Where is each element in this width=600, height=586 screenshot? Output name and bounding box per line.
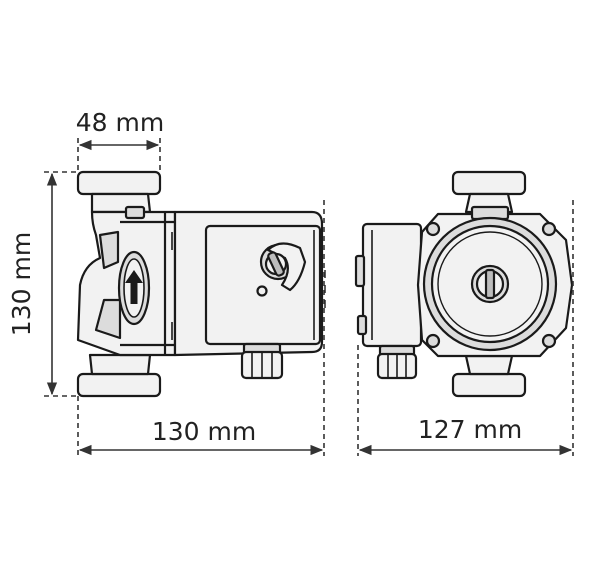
cable-gland (240, 342, 284, 380)
front-top-flange (451, 170, 527, 196)
height-label: 130 mm (7, 232, 36, 336)
side-length-label: 130 mm (152, 417, 256, 446)
side-view (76, 170, 326, 398)
bottom-neck (88, 353, 152, 376)
cover-screw (256, 285, 268, 297)
front-motor-cover-ring (437, 231, 543, 337)
front-terminal-latch (354, 254, 366, 288)
housing-bolt (425, 221, 441, 237)
speed-selector-knob (259, 242, 307, 292)
bottom-flange (76, 372, 162, 398)
up-arrow-icon (125, 270, 143, 304)
front-width-label: 127 mm (418, 415, 522, 444)
flange-width-label: 48 mm (76, 108, 164, 137)
front-view (354, 170, 574, 398)
volute-top-shade (98, 230, 120, 270)
dimension-lines (44, 138, 574, 456)
housing-bolt (541, 221, 557, 237)
vent-screw (470, 264, 510, 304)
top-flange (76, 170, 162, 196)
top-knob (124, 205, 146, 220)
front-terminal-latch-low (356, 314, 368, 336)
housing-bolt (425, 333, 441, 349)
terminal-box (204, 224, 322, 346)
front-bottom-flange (451, 372, 527, 398)
front-bottom-neck (464, 354, 514, 376)
front-cable-gland (376, 344, 418, 380)
volute-shade (94, 298, 122, 340)
housing-bolt (541, 333, 557, 349)
